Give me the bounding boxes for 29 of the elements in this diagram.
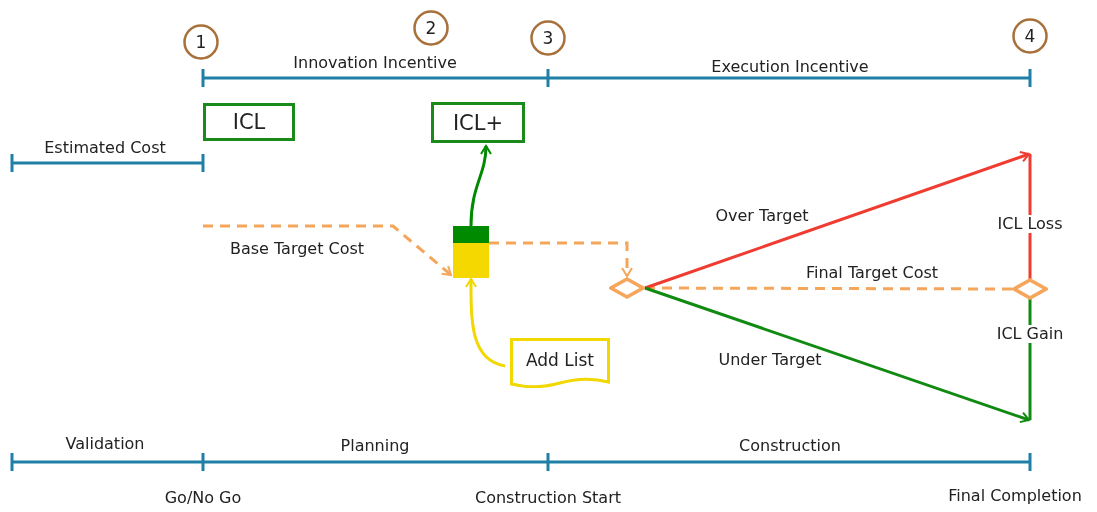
edge-label: Under Target <box>716 351 824 369</box>
milestone-label: Construction Start <box>475 487 621 507</box>
phase-label: Estimated Cost <box>44 137 166 157</box>
arrow <box>644 150 1030 290</box>
arrow <box>469 145 492 227</box>
step-number-circle: 3 <box>530 20 566 56</box>
phase-label: Construction <box>739 435 841 455</box>
incentive-box: ICL <box>203 103 295 141</box>
cost-block <box>453 226 489 278</box>
phase-label: Execution Incentive <box>711 56 869 76</box>
phase-label: Planning <box>340 435 410 455</box>
arrow <box>489 241 633 277</box>
decision-diamond <box>609 277 645 299</box>
incentive-box: ICL+ <box>431 102 525 143</box>
arrow <box>644 286 1030 424</box>
step-number-circle: 2 <box>413 10 449 46</box>
decision-diamond <box>1012 278 1048 300</box>
phase-label: Innovation Incentive <box>293 52 457 72</box>
connector-line <box>1028 299 1032 420</box>
milestone-label: Final Completion <box>948 485 1082 505</box>
phase-label: Validation <box>65 433 145 453</box>
edge-label: Over Target <box>713 207 811 225</box>
step-number-circle: 1 <box>183 24 219 60</box>
document-note: Add List <box>510 338 610 388</box>
milestone-label: Go/No Go <box>164 487 242 507</box>
connector-line <box>1028 154 1032 279</box>
arrow <box>203 224 452 277</box>
arrow <box>465 278 506 368</box>
step-number-circle: 4 <box>1012 18 1048 54</box>
